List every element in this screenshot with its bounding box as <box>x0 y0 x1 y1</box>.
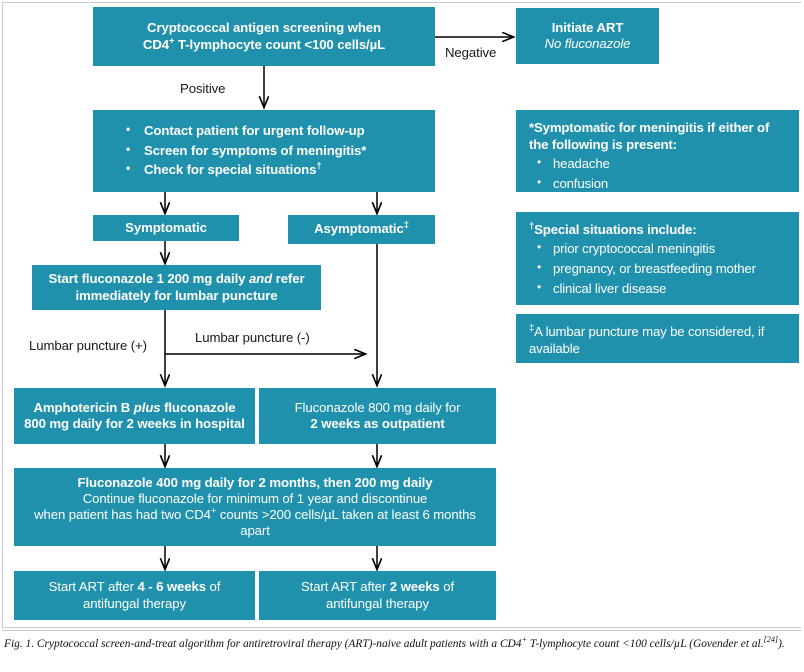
start-fluconazole-box: Start fluconazole 1 200 mg daily and ref… <box>32 265 321 310</box>
art-4-6-text-a: Start ART after <box>48 579 138 595</box>
start-fluconazole-and: and <box>248 271 273 287</box>
art-4-6-duration: 4 - 6 weeks <box>137 579 206 595</box>
caption-body-2: T-lymphocyte count <100 cells/µL (Govend… <box>527 638 764 650</box>
maintenance-text-a: when patient has had two CD4 <box>34 507 211 522</box>
note-special-item: pregnancy, or breastfeeding mother <box>533 259 787 278</box>
edge-label-lumbar-negative: Lumbar puncture (-) <box>195 330 310 345</box>
fluconazole-800-line-1: Fluconazole 800 mg daily for <box>294 399 461 415</box>
note-symptomatic-header-text: Symptomatic for meningitis if either of … <box>529 120 770 153</box>
screening-box: Cryptococcal antigen screening when CD4+… <box>93 7 435 66</box>
figure-caption: Fig. 1. Cryptococcal screen-and-treat al… <box>4 636 800 654</box>
note-special-header: †Special situations include: <box>529 221 787 238</box>
actions-item-check-marker: † <box>316 160 322 172</box>
note-lumbar-text: A lumbar puncture may be considered, if … <box>529 324 765 357</box>
edge-label-negative: Negative <box>445 45 497 60</box>
note-special-item: clinical liver disease <box>533 279 787 298</box>
screening-line-2: CD4+ T-lymphocyte count <100 cells/µL <box>142 35 386 53</box>
start-fluconazole-line-2: immediately for lumbar puncture <box>75 287 278 303</box>
initiate-art-subtitle: No fluconazole <box>544 36 631 51</box>
asymptomatic-box: Asymptomatic‡ <box>288 215 435 244</box>
screening-line-1: Cryptococcal antigen screening when <box>147 20 381 36</box>
actions-list: Contact patient for urgent follow-up Scr… <box>122 121 366 182</box>
note-symptomatic-header: *Symptomatic for meningitis if either of… <box>529 119 787 153</box>
note-lumbar-text-wrap: ‡A lumbar puncture may be considered, if… <box>529 322 765 357</box>
amphotericin-text-a: Amphotericin B <box>33 399 134 415</box>
art-4-6-line-1: Start ART after 4 - 6 weeks of <box>49 579 221 595</box>
caption-body-3: ). <box>778 638 785 650</box>
screening-count-text: T-lymphocyte count <100 cells/µL <box>174 36 386 52</box>
note-symptomatic-marker: * <box>529 120 534 135</box>
note-special-list: prior cryptococcal meningitis pregnancy,… <box>529 239 787 298</box>
note-special-item: prior cryptococcal meningitis <box>533 239 787 258</box>
maintenance-line-4: apart <box>240 523 270 539</box>
maintenance-line-3: when patient has had two CD4+ counts >20… <box>34 505 476 523</box>
screening-cd4-superscript: + <box>169 35 175 47</box>
asymptomatic-label-wrap: Asymptomatic‡ <box>314 221 409 237</box>
amphotericin-line-1: Amphotericin B plus fluconazole <box>33 400 235 416</box>
maintenance-box: Fluconazole 400 mg daily for 2 months, t… <box>14 468 496 546</box>
art-2-weeks-box: Start ART after 2 weeks of antifungal th… <box>259 571 496 620</box>
note-lumbar-puncture-box: ‡A lumbar puncture may be considered, if… <box>516 314 799 363</box>
maintenance-line-2: Continue fluconazole for minimum of 1 ye… <box>82 490 428 506</box>
figure-frame-bottom-rule <box>2 630 801 631</box>
actions-item-screen-marker: * <box>361 142 367 158</box>
note-symptomatic-list: headache confusion <box>529 154 787 193</box>
amphotericin-line-2: 800 mg daily for 2 weeks in hospital <box>24 416 245 431</box>
art-2-duration: 2 weeks <box>389 579 440 595</box>
edge-label-positive: Positive <box>180 81 226 96</box>
caption-cd4-superscript: + <box>521 635 528 645</box>
art-2-text-b: of <box>439 579 455 595</box>
art-4-6-line-2: antifungal therapy <box>82 595 187 611</box>
maintenance-text-b: counts >200 cells/µL taken at least 6 mo… <box>216 507 476 522</box>
actions-item-screen: Screen for symptoms of meningitis* <box>122 142 367 160</box>
actions-item-check-text: Check for special situations <box>144 161 317 177</box>
note-symptomatic-item: confusion <box>533 174 787 193</box>
caption-body: Cryptococcal screen-and-treat algorithm … <box>34 638 522 650</box>
amphotericin-box: Amphotericin B plus fluconazole 800 mg d… <box>14 388 255 444</box>
actions-box: Contact patient for urgent follow-up Scr… <box>93 110 435 192</box>
note-symptomatic-box: *Symptomatic for meningitis if either of… <box>516 110 799 192</box>
note-special-situations-box: †Special situations include: prior crypt… <box>516 212 799 305</box>
art-4-6-weeks-box: Start ART after 4 - 6 weeks of antifunga… <box>14 571 255 620</box>
initiate-art-title: Initiate ART <box>551 19 624 35</box>
art-4-6-text-b: of <box>205 579 221 595</box>
note-special-header-text: Special situations include: <box>534 222 697 237</box>
actions-item-check: Check for special situations† <box>122 160 366 179</box>
actions-item-contact: Contact patient for urgent follow-up <box>122 122 366 140</box>
fluconazole-800-line-2: 2 weeks as outpatient <box>310 416 445 431</box>
screening-cd4-text: CD4 <box>142 36 170 52</box>
actions-item-screen-text: Screen for symptoms of meningitis <box>144 142 362 158</box>
initiate-art-box: Initiate ART No fluconazole <box>516 8 659 64</box>
start-fluconazole-line-1: Start fluconazole 1 200 mg daily and ref… <box>49 271 305 287</box>
asymptomatic-label: Asymptomatic <box>314 221 404 237</box>
edge-label-lumbar-positive: Lumbar puncture (+) <box>29 338 147 353</box>
maintenance-line-1: Fluconazole 400 mg daily for 2 months, t… <box>77 474 433 490</box>
symptomatic-box: Symptomatic <box>93 215 239 241</box>
note-symptomatic-item: headache <box>533 154 787 173</box>
art-2-line-1: Start ART after 2 weeks of <box>301 579 454 595</box>
maintenance-cd4-superscript: + <box>210 505 217 517</box>
symptomatic-label: Symptomatic <box>125 219 207 235</box>
amphotericin-text-b: fluconazole <box>160 399 236 415</box>
note-special-marker: † <box>529 220 535 232</box>
art-2-line-2: antifungal therapy <box>325 595 430 611</box>
art-2-text-a: Start ART after <box>300 579 390 595</box>
caption-prefix: Fig. 1. <box>4 638 35 650</box>
start-fluconazole-text-b: refer <box>272 271 305 287</box>
fluconazole-800-box: Fluconazole 800 mg daily for 2 weeks as … <box>259 388 496 444</box>
asymptomatic-marker: ‡ <box>403 220 409 232</box>
note-lumbar-marker: ‡ <box>529 322 535 334</box>
caption-citation-ref: [24] <box>763 635 779 645</box>
start-fluconazole-text-a: Start fluconazole 1 200 mg daily <box>48 271 249 287</box>
amphotericin-plus: plus <box>133 399 161 415</box>
